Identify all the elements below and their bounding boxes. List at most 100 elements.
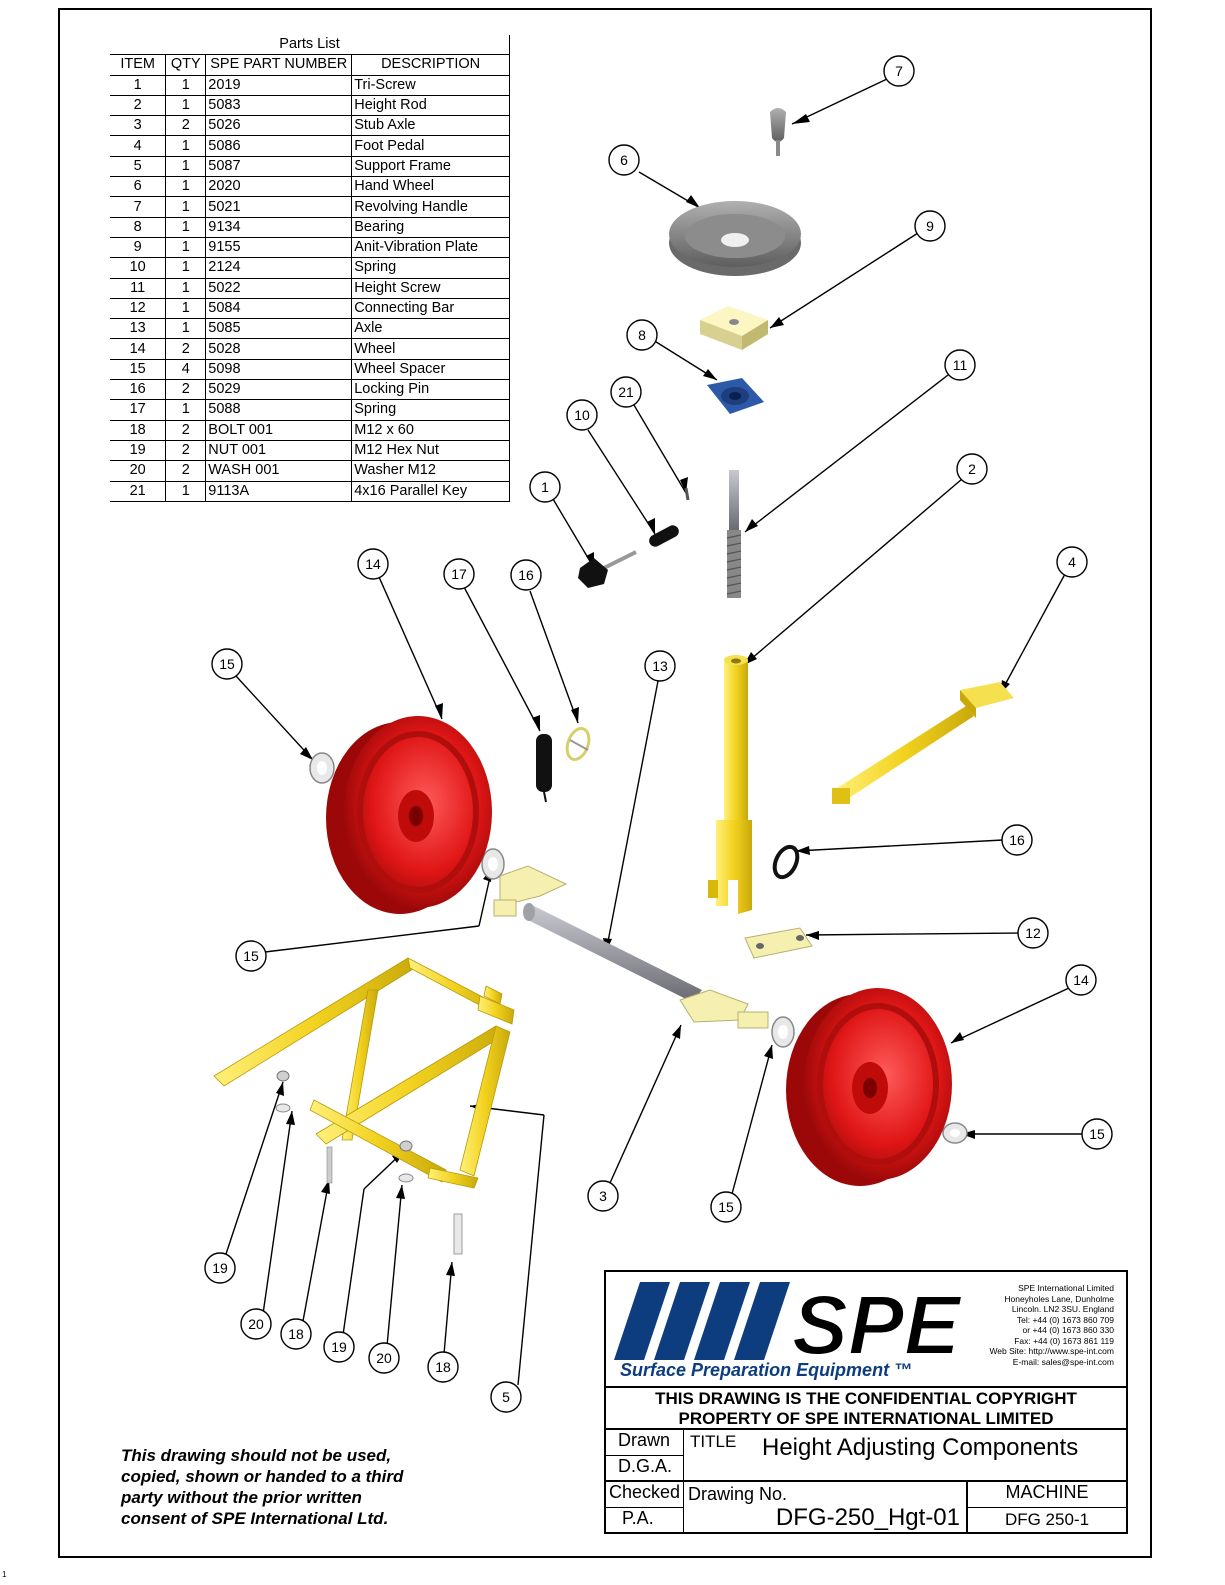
address-line: Lincoln. LN2 3SU. England — [1011, 1304, 1114, 1314]
parts-cell: Stub Axle — [351, 115, 510, 137]
svg-text:15: 15 — [1089, 1126, 1105, 1142]
svg-text:11: 11 — [953, 357, 968, 373]
title-label: TITLE — [690, 1432, 737, 1451]
parts-cell: BOLT 001 — [205, 419, 353, 441]
parts-cell: 10 — [110, 257, 167, 279]
locking-pin-part — [565, 727, 591, 761]
balloon-19: 19 — [204, 1252, 236, 1284]
hand-wheel-part — [669, 201, 801, 276]
confidential-line-2: PROPERTY OF SPE INTERNATIONAL LIMITED — [678, 1409, 1054, 1428]
parts-cell: 4x16 Parallel Key — [351, 480, 510, 502]
parts-cell: 5026 — [205, 115, 353, 137]
svg-text:19: 19 — [212, 1260, 228, 1276]
svg-text:14: 14 — [1073, 972, 1089, 988]
svg-text:16: 16 — [518, 567, 534, 583]
svg-text:3: 3 — [599, 1188, 607, 1204]
parts-cell: 9113A — [205, 480, 353, 502]
corner-mark: 1 — [2, 1570, 7, 1579]
svg-text:15: 15 — [718, 1199, 734, 1215]
svg-text:20: 20 — [248, 1316, 264, 1332]
spring-17-part — [536, 734, 552, 803]
address-line: Honeyholes Lane, Dunholme — [1004, 1293, 1114, 1304]
parallel-key-part — [684, 487, 690, 501]
svg-text:4: 4 — [1068, 554, 1076, 570]
balloon-9: 9 — [914, 210, 946, 242]
parts-cell: 11 — [110, 277, 167, 299]
svg-text:1: 1 — [541, 479, 549, 495]
leader-arrowheads — [276, 114, 1010, 1276]
parts-cell: Height Rod — [351, 94, 510, 117]
connecting-bar-part — [744, 927, 813, 959]
checked-label: Checked — [606, 1482, 684, 1508]
parts-cell: 14 — [110, 338, 167, 360]
svg-text:15: 15 — [243, 948, 259, 964]
balloon-19: 19 — [323, 1331, 355, 1363]
balloon-4: 4 — [1056, 546, 1088, 578]
fasteners — [275, 1070, 463, 1255]
parts-cell: 5084 — [205, 297, 353, 320]
balloon-17: 17 — [443, 558, 475, 590]
parts-cell: Locking Pin — [351, 379, 510, 401]
title-value: Height Adjusting Components — [762, 1434, 1079, 1461]
disclaimer-note: This drawing should not be used, copied, … — [121, 1445, 403, 1529]
checked-value: P.A. — [606, 1508, 684, 1534]
disclaimer-line: This drawing should not be used, — [121, 1446, 392, 1465]
balloon-6: 6 — [608, 144, 640, 176]
parts-cell: Connecting Bar — [351, 297, 510, 320]
svg-text:13: 13 — [652, 658, 668, 674]
svg-text:18: 18 — [435, 1359, 451, 1375]
parts-cell: 5087 — [205, 155, 353, 178]
svg-text:6: 6 — [620, 152, 628, 168]
balloon-20: 20 — [368, 1342, 400, 1374]
parts-cell: Hand Wheel — [351, 176, 510, 198]
balloon-20: 20 — [240, 1308, 272, 1340]
balloon-3: 3 — [587, 1180, 619, 1212]
confidential-notice: THIS DRAWING IS THE CONFIDENTIAL COPYRIG… — [606, 1386, 1126, 1430]
parts-cell: Tri-Screw — [351, 74, 510, 96]
address-line: Web Site: http://www.spe-int.com — [989, 1346, 1114, 1356]
balloon-15: 15 — [211, 648, 243, 680]
drawing-no-label: Drawing No. — [688, 1484, 788, 1504]
svg-text:16: 16 — [1009, 832, 1025, 848]
svg-text:9: 9 — [926, 218, 934, 234]
spring-part — [649, 525, 679, 547]
disclaimer-line: copied, shown or handed to a third — [121, 1467, 404, 1486]
svg-text:21: 21 — [618, 384, 634, 400]
svg-text:14: 14 — [365, 556, 381, 572]
balloon-13: 13 — [644, 650, 676, 682]
disclaimer-line: party without the prior written — [121, 1488, 362, 1507]
disclaimer-line: consent of SPE International Ltd. — [121, 1509, 389, 1528]
balloon-14: 14 — [1065, 964, 1097, 996]
tagline: Surface Preparation Equipment ™ — [620, 1360, 913, 1380]
locking-pin-ring-part — [772, 844, 800, 880]
stub-axle-parts — [493, 865, 769, 1029]
balloon-16: 16 — [510, 559, 542, 591]
bearing-part — [707, 378, 764, 414]
svg-text:20: 20 — [376, 1350, 392, 1366]
balloon-15: 15 — [235, 940, 267, 972]
anti-vibration-plate-part — [700, 306, 768, 350]
balloon-10: 10 — [566, 399, 598, 431]
wheel-left-part — [326, 716, 492, 914]
confidential-line-1: THIS DRAWING IS THE CONFIDENTIAL COPYRIG… — [655, 1389, 1077, 1408]
parts-cell: 5098 — [205, 358, 353, 381]
svg-text:10: 10 — [574, 407, 590, 423]
balloon-21: 21 — [610, 376, 642, 408]
logo-text: SPE — [792, 1278, 963, 1368]
svg-text:8: 8 — [638, 327, 646, 343]
parts-cell: Revolving Handle — [351, 196, 510, 218]
